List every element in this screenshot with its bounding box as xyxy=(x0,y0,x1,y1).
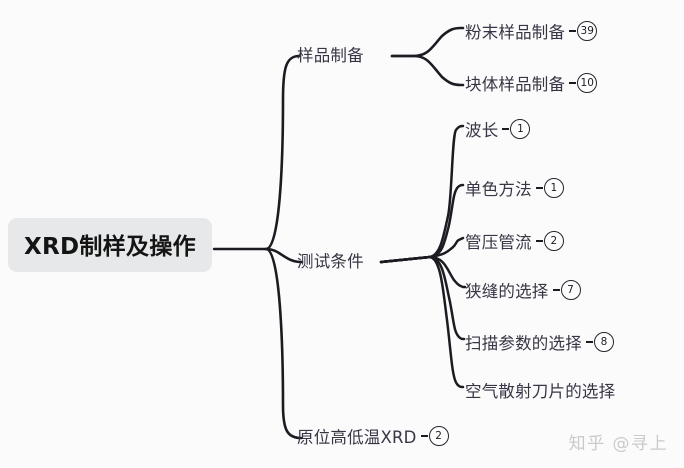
edge-sample-to-bulk xyxy=(390,54,465,87)
leaf-label-air-scatter-blade-selection: 空气散射刀片的选择 xyxy=(465,382,616,401)
count-badge-slit-selection: 7 xyxy=(560,280,581,300)
badge-wrap-powder-sample-preparation: 39 xyxy=(569,21,598,41)
edge-test-to-slit xyxy=(379,255,467,289)
leaf-node-monochromatic-method[interactable]: 单色方法 1 xyxy=(465,176,564,200)
edge-test-to-scan xyxy=(379,255,466,341)
badge-dash-icon xyxy=(585,341,593,343)
badge-dash-icon xyxy=(420,435,428,437)
badge-dash-icon xyxy=(552,289,560,291)
count-badge-in-situ-xrd: 2 xyxy=(428,426,449,446)
leaf-node-wavelength[interactable]: 波长 1 xyxy=(465,117,531,141)
edge-root-to-sample-preparation xyxy=(264,54,302,251)
badge-wrap-in-situ-xrd: 2 xyxy=(420,426,449,446)
edge-root-to-in-situ-xrd xyxy=(264,247,303,440)
count-badge-bulk-sample-preparation: 10 xyxy=(577,73,598,93)
leaf-label-slit-selection: 狭缝的选择 xyxy=(465,282,549,301)
leaf-label-monochromatic-method: 单色方法 xyxy=(465,180,532,199)
root-node[interactable]: XRD制样及操作 xyxy=(8,218,212,272)
leaf-node-slit-selection[interactable]: 狭缝的选择 7 xyxy=(465,278,581,302)
badge-wrap-tube-voltage-current: 2 xyxy=(535,231,564,251)
branch-label-test-conditions: 测试条件 xyxy=(297,252,364,271)
badge-dash-icon xyxy=(569,30,577,32)
leaf-label-scan-parameter-selection: 扫描参数的选择 xyxy=(465,334,582,353)
badge-dash-icon xyxy=(535,240,543,242)
branch-node-test-conditions[interactable]: 测试条件 xyxy=(297,248,364,272)
badge-wrap-wavelength: 1 xyxy=(502,119,531,139)
leaf-label-tube-voltage-current: 管压管流 xyxy=(465,233,532,252)
leaf-label-powder-sample-preparation: 粉末样品制备 xyxy=(465,23,566,42)
edge-test-to-wavelength xyxy=(379,124,465,264)
leaf-node-air-scatter-blade-selection[interactable]: 空气散射刀片的选择 xyxy=(465,378,615,402)
leaf-label-bulk-sample-preparation: 块体样品制备 xyxy=(465,75,566,94)
leaf-node-bulk-sample-preparation[interactable]: 块体样品制备 10 xyxy=(465,71,598,95)
branch-label-sample-preparation: 样品制备 xyxy=(297,46,364,65)
count-badge-scan-parameter-selection: 8 xyxy=(593,332,614,352)
edge-test-to-air-blade xyxy=(379,255,465,389)
branch-label-in-situ-xrd: 原位高低温XRD xyxy=(297,428,417,447)
count-badge-wavelength: 1 xyxy=(510,119,531,139)
badge-wrap-bulk-sample-preparation: 10 xyxy=(569,73,598,93)
count-badge-monochromatic-method: 1 xyxy=(543,178,564,198)
edge-sample-to-powder xyxy=(390,26,465,58)
leaf-node-scan-parameter-selection[interactable]: 扫描参数的选择 8 xyxy=(465,330,614,354)
leaf-label-wavelength: 波长 xyxy=(465,121,499,140)
leaf-node-tube-voltage-current[interactable]: 管压管流 2 xyxy=(465,229,564,253)
count-badge-tube-voltage-current: 2 xyxy=(543,231,564,251)
branch-node-sample-preparation[interactable]: 样品制备 xyxy=(297,42,364,66)
badge-dash-icon xyxy=(535,187,543,189)
edge-test-to-monochromatic xyxy=(379,183,465,264)
badge-dash-icon xyxy=(502,128,510,130)
edge-test-to-tube xyxy=(379,236,465,264)
count-badge-powder-sample-preparation: 39 xyxy=(577,21,598,41)
badge-wrap-scan-parameter-selection: 8 xyxy=(585,332,614,352)
badge-dash-icon xyxy=(569,82,577,84)
badge-wrap-slit-selection: 7 xyxy=(552,280,581,300)
watermark: 知乎 @寻上 xyxy=(568,434,668,454)
branch-node-in-situ-xrd[interactable]: 原位高低温XRD 2 xyxy=(297,424,449,448)
badge-wrap-monochromatic-method: 1 xyxy=(535,178,564,198)
leaf-node-powder-sample-preparation[interactable]: 粉末样品制备 39 xyxy=(465,19,598,43)
root-node-label: XRD制样及操作 xyxy=(24,234,196,260)
